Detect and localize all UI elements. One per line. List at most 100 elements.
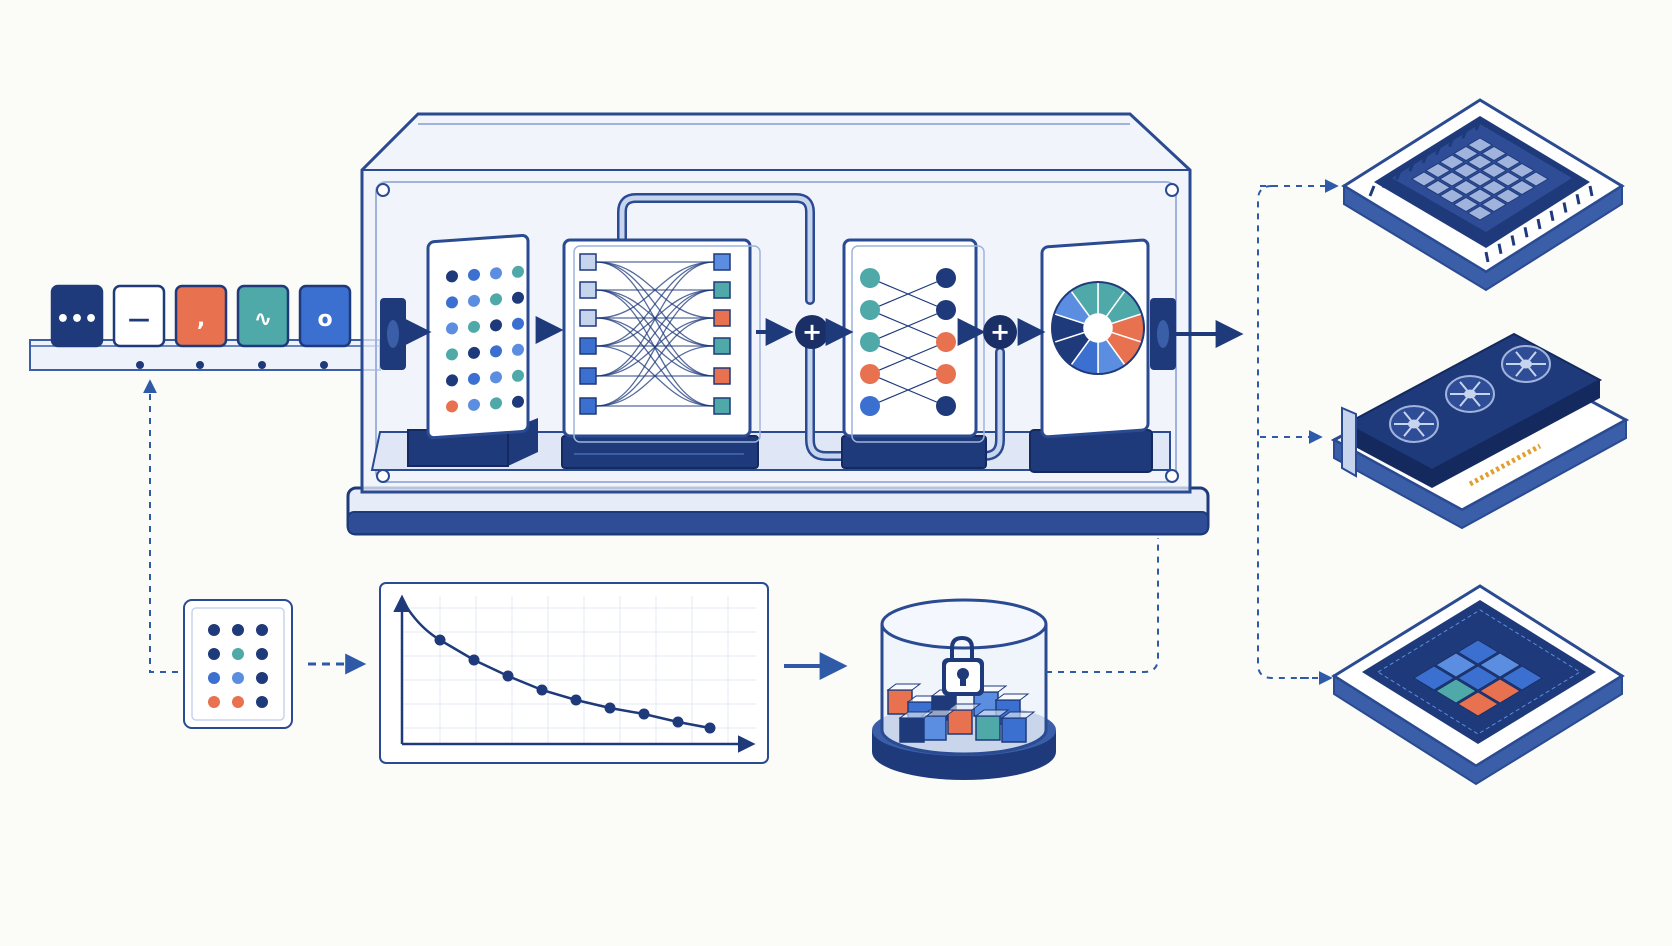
token-glyph: ••• — [56, 307, 98, 332]
cube-face — [947, 709, 973, 735]
fan-hub — [1464, 389, 1476, 399]
token-glyph: ∿ — [254, 307, 272, 332]
cpu-core-cell — [1453, 145, 1479, 162]
input-token: — — [112, 284, 166, 348]
loss-point — [536, 684, 548, 696]
cube-top — [974, 709, 1010, 717]
matrix-dot — [208, 696, 220, 708]
embedding-dot — [446, 270, 458, 283]
weight-cube — [946, 703, 982, 735]
embedding-dot — [446, 322, 458, 335]
cpu-pin — [1434, 144, 1442, 156]
add-operator-2: + — [983, 315, 1017, 349]
loss-point — [704, 722, 716, 734]
matrix-dot — [256, 672, 268, 684]
input-token: , — [174, 284, 228, 348]
cpu-pin — [1562, 202, 1568, 213]
cpu-core-cell — [1467, 137, 1493, 153]
token-embedding-panel-icon — [407, 233, 538, 467]
nn-node — [860, 332, 880, 352]
lock-icon — [942, 635, 984, 696]
embedding-dot — [446, 400, 458, 413]
attention-line — [595, 261, 715, 377]
matrix-dot — [232, 672, 244, 684]
embedding-dot — [490, 371, 502, 384]
embedding-dot — [490, 267, 502, 280]
gpu-fan — [1501, 345, 1551, 383]
fan-hub — [1408, 419, 1420, 429]
token-tile — [50, 284, 104, 348]
loss-point — [468, 654, 480, 666]
operator-label: + — [990, 318, 1010, 346]
embedding-dot — [512, 343, 524, 356]
conveyor-roller — [136, 361, 144, 369]
attention-line — [595, 345, 715, 407]
cube-face — [921, 715, 947, 741]
cpu-pin — [1549, 210, 1555, 222]
loss-point — [502, 670, 514, 682]
add-operator-1: + — [795, 315, 829, 349]
cpu-pin — [1497, 243, 1503, 255]
npu-accelerator-icon — [1331, 584, 1625, 786]
cpu-core-cell — [1439, 171, 1465, 187]
attention-value-square — [713, 309, 731, 327]
embedding-dot — [468, 320, 480, 333]
matrix-dot — [208, 672, 220, 684]
token-glyph: , — [197, 307, 205, 332]
loss-point — [672, 716, 684, 728]
embedding-dot — [512, 395, 524, 408]
cpu-core-cell — [1481, 196, 1507, 213]
output-distribution-chart-icon — [1029, 238, 1153, 473]
nn-edge — [869, 277, 947, 311]
matrix-dot — [256, 696, 268, 708]
cpu-core-cell — [1439, 154, 1465, 170]
attention-value-square — [713, 397, 731, 415]
attention-line — [595, 317, 715, 407]
cpu-core-cell — [1467, 205, 1493, 221]
deploy-dashed-line — [1046, 538, 1159, 673]
matrix-dot — [256, 648, 268, 660]
npu-tile — [1457, 691, 1499, 717]
cube-face — [899, 717, 925, 743]
gpu-fan — [1389, 405, 1439, 443]
cpu-pin — [1395, 168, 1402, 181]
cpu-core-cell — [1509, 162, 1535, 179]
loss-point — [638, 708, 650, 720]
attention-line — [595, 261, 715, 347]
embedding-dot — [512, 291, 524, 304]
token-tile — [236, 284, 290, 348]
cpu-core-cell — [1425, 162, 1451, 179]
cpu-pin — [1381, 177, 1389, 189]
cpu-core-cell — [1509, 179, 1535, 196]
cpu-pin — [1448, 135, 1455, 148]
nn-node — [860, 364, 880, 384]
attention-line — [595, 261, 715, 319]
embedding-dot — [490, 293, 502, 306]
nn-edge — [869, 309, 947, 343]
attention-value-square — [713, 253, 731, 271]
nn-node — [936, 300, 956, 320]
npu-tile — [1413, 665, 1455, 691]
cpu-core-cell — [1439, 188, 1465, 204]
gpu-fan — [1445, 375, 1495, 413]
locked-weights-storage-icon — [872, 598, 1056, 780]
cpu-pin — [1421, 152, 1429, 164]
nn-node — [860, 300, 880, 320]
matrix-dot — [232, 648, 244, 660]
embedding-dot — [446, 296, 458, 309]
cpu-chip-icon — [1341, 98, 1625, 292]
attention-line — [595, 289, 715, 407]
fan-hub — [1520, 359, 1532, 369]
loss-point — [604, 702, 616, 714]
cpu-pin — [1461, 127, 1469, 139]
input-token: o — [298, 284, 352, 348]
matrix-dot — [232, 696, 244, 708]
nn-node — [936, 332, 956, 352]
cpu-pin — [1408, 160, 1416, 172]
nn-node — [860, 268, 880, 288]
attention-key-square — [579, 309, 597, 327]
embedding-dot — [490, 397, 502, 410]
conveyor-roller — [320, 361, 328, 369]
matrix-dot — [256, 624, 268, 636]
